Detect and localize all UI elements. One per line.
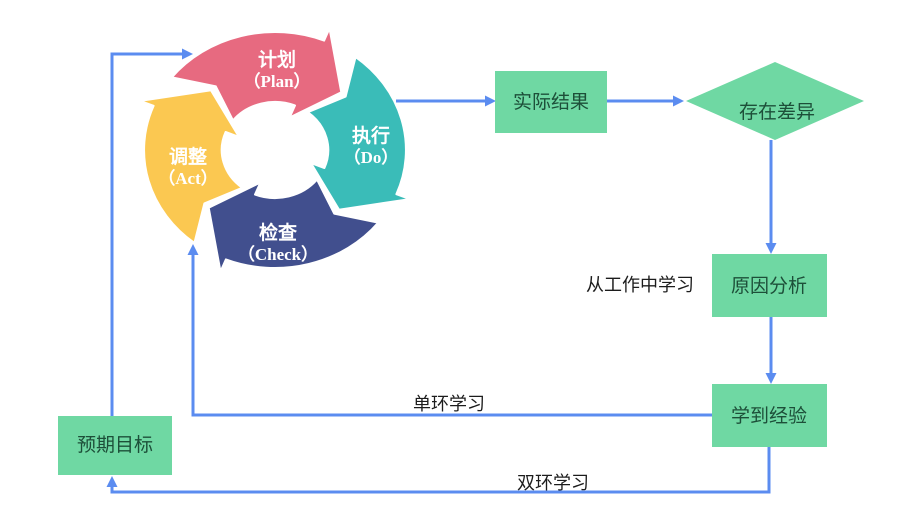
- label-single-loop: 单环学习: [413, 394, 485, 414]
- pdca-segment-act: [139, 89, 244, 244]
- node-actual-result: [495, 71, 607, 133]
- connector-double-loop: [110, 447, 771, 494]
- arrowhead-cause-analysis: [765, 243, 777, 254]
- node-actual-result-label: 实际结果: [513, 91, 589, 113]
- pdca-label-plan-zh: 计划: [258, 48, 296, 71]
- node-gap-exists-diamond: [686, 62, 864, 140]
- pdca-label-do-zh: 执行: [352, 124, 390, 147]
- node-gap-exists-label: 存在差异: [739, 101, 815, 123]
- node-lessons-learned: [712, 384, 827, 447]
- pdca-label-check-en: （Check）: [238, 244, 318, 264]
- arrowhead-single-loop: [187, 244, 199, 255]
- connector-goal-to-plan: [110, 52, 184, 416]
- node-cause-analysis: [712, 254, 827, 317]
- label-double-loop: 双环学习: [517, 473, 589, 493]
- node-cause-analysis-label: 原因分析: [731, 275, 807, 297]
- pdca-segment-do: [306, 56, 411, 211]
- pdca-label-act-en: （Act）: [158, 168, 217, 188]
- flowchart-nodes: 实际结果 存在差异 原因分析 学到经验 预期目标: [58, 62, 864, 475]
- pdca-segment-check: [207, 178, 380, 273]
- pdca-segment-plan: [170, 27, 343, 122]
- connector-single-loop: [191, 253, 712, 417]
- pdca-label-act-zh: 调整: [169, 145, 207, 168]
- arrowhead-lessons: [765, 373, 777, 384]
- arrowhead-gap: [673, 95, 684, 107]
- arrowhead-expected-goal: [106, 476, 118, 487]
- node-lessons-learned-label: 学到经验: [731, 405, 807, 427]
- pdca-label-check-zh: 检查: [259, 221, 298, 244]
- node-expected-goal-label: 预期目标: [77, 434, 153, 456]
- node-expected-goal: [58, 416, 172, 475]
- connectors: [106, 48, 777, 494]
- pdca-label-do-en: （Do）: [344, 147, 399, 167]
- arrowhead-actual-result: [485, 95, 496, 107]
- pdca-label-plan-en: （Plan）: [243, 71, 310, 91]
- label-learn-from-work: 从工作中学习: [586, 275, 694, 295]
- pdca-cycle: 计划 （Plan） 执行 （Do） 检查 （Check） 调整 （Act）: [139, 27, 411, 273]
- floating-labels: 从工作中学习 单环学习 双环学习: [413, 275, 694, 493]
- arrowhead-plan: [182, 48, 193, 60]
